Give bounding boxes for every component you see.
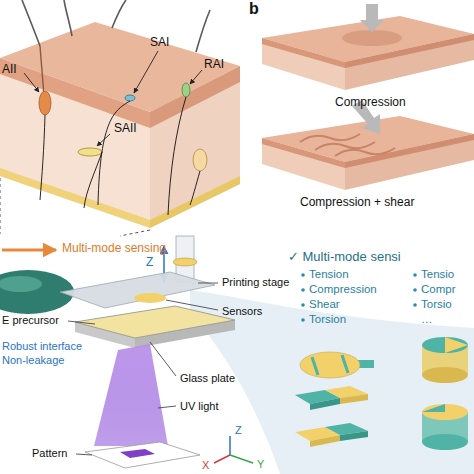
axis-label: X <box>202 459 209 472</box>
skin-sample <box>262 4 474 90</box>
part-label: Pattern <box>32 447 67 460</box>
part-label: Printing stage <box>222 276 289 289</box>
list-item: Torsio <box>421 298 452 311</box>
receptor-label: SAII <box>114 122 137 136</box>
part-label: UV light <box>180 400 219 413</box>
skin-sample <box>262 100 474 190</box>
part-label: Glass plate <box>180 372 235 385</box>
list-item: … <box>421 313 433 326</box>
axis-label: Y <box>257 458 264 471</box>
list-heading: ✓ Multi-mode sensi <box>288 250 401 265</box>
receptor-label: RAI <box>204 58 224 72</box>
panel-letter: b <box>249 0 259 18</box>
receptor-label: AII <box>2 63 17 77</box>
part-label: E precursor <box>2 314 59 327</box>
list-item: Tension <box>309 268 349 281</box>
feature-note: Non-leakage <box>2 354 64 367</box>
list-item: Compression <box>309 283 377 296</box>
skin-block <box>0 0 240 236</box>
sensor-sample <box>295 337 468 450</box>
axis-label: Z <box>146 256 153 270</box>
state-label: Compression + shear <box>300 196 414 210</box>
list-item: Tensio <box>421 268 454 281</box>
list-item: Torsion <box>309 313 346 326</box>
state-label: Compression <box>335 96 406 110</box>
list-item: Shear <box>309 298 340 311</box>
feature-note: Robust interface <box>2 340 82 353</box>
axis-label: Z <box>235 424 242 437</box>
list-item: Compr <box>421 283 456 296</box>
receptor-label: SAI <box>150 36 169 50</box>
section-arrow-label: Multi-mode sensing <box>62 242 166 256</box>
part-label: Sensors <box>222 305 262 318</box>
